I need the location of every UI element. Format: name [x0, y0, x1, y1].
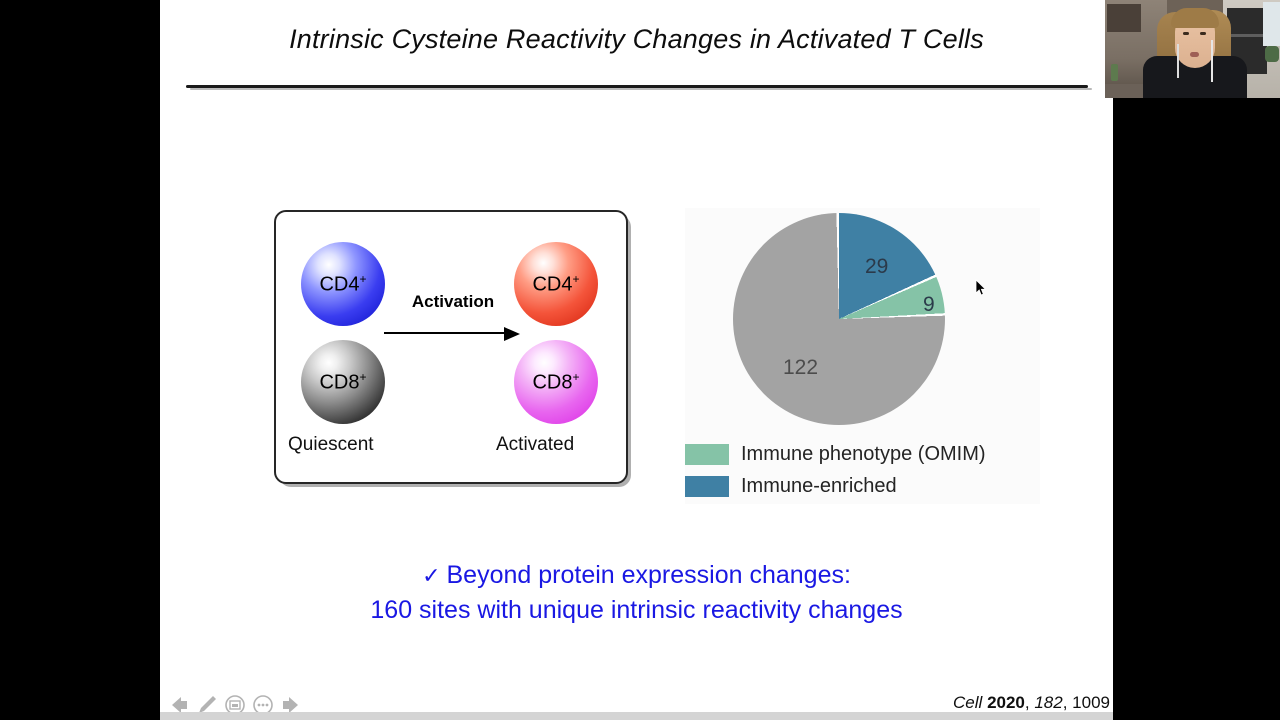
cell-cd4-activated: CD4+	[514, 242, 598, 326]
legend-label-immune-enriched: Immune-enriched	[741, 474, 897, 497]
title-divider-shadow	[190, 88, 1092, 90]
conclusion-line-1: ✓Beyond protein expression changes:	[160, 558, 1113, 593]
citation-journal: Cell	[953, 693, 983, 712]
webcam-hair-top	[1171, 8, 1219, 28]
cell-cd4-quiescent: CD4+	[301, 242, 385, 326]
pie-chart	[733, 213, 945, 425]
activation-label: Activation	[411, 292, 495, 311]
cell-cd8-quiescent-label: CD8+	[319, 369, 367, 394]
left-arrow-icon[interactable]	[168, 694, 190, 716]
citation-volume: 182	[1034, 693, 1063, 712]
cell-cd4-quiescent-label: CD4+	[319, 271, 367, 296]
pie-slice-value-other: 122	[783, 356, 819, 379]
right-arrow-icon[interactable]	[280, 694, 302, 716]
webcam-video-overlay[interactable]	[1105, 0, 1280, 98]
legend-swatch-immune-enriched	[685, 475, 729, 497]
pie-chart-panel: 29 9 122 Immune phenotype (OMIM) Immune-…	[685, 208, 1040, 504]
slide-title: Intrinsic Cysteine Reactivity Changes in…	[289, 24, 984, 54]
cell-cd8-activated: CD8+	[514, 340, 598, 424]
webcam-cabinet	[1107, 4, 1141, 32]
legend-item-immune-phenotype: Immune phenotype (OMIM)	[685, 438, 1040, 470]
presentation-slide: Intrinsic Cysteine Reactivity Changes in…	[160, 0, 1113, 720]
activation-arrow-icon	[384, 327, 524, 341]
conclusion-text: ✓Beyond protein expression changes: 160 …	[160, 558, 1113, 628]
check-icon: ✓	[422, 563, 441, 588]
webcam-mouth	[1190, 52, 1199, 57]
pie-slice-value-immune-phenotype: 9	[923, 293, 935, 316]
presenter-toolbar[interactable]	[168, 694, 302, 716]
ellipsis-icon[interactable]	[252, 694, 274, 716]
arrow-shaft	[384, 332, 510, 334]
citation: Cell 2020, 182, 1009	[953, 693, 1110, 713]
webcam-plant	[1265, 46, 1279, 62]
conclusion-line-2: 160 sites with unique intrinsic reactivi…	[370, 596, 903, 624]
title-divider-line	[186, 85, 1088, 88]
activated-label: Activated	[496, 434, 575, 455]
arrow-head	[504, 327, 520, 341]
pie-chart-legend: Immune phenotype (OMIM) Immune-enriched	[685, 438, 1040, 502]
cell-cd4-activated-label: CD4+	[532, 271, 580, 296]
legend-label-immune-phenotype: Immune phenotype (OMIM)	[741, 442, 986, 465]
webcam-earbud-cord-left	[1177, 44, 1179, 78]
cell-cd8-activated-label: CD8+	[532, 369, 580, 394]
slide-bottom-band	[160, 712, 1113, 720]
citation-year: 2020	[987, 693, 1025, 712]
mouse-cursor	[975, 279, 987, 297]
webcam-eye-right	[1200, 32, 1206, 35]
conclusion-line-1-text: Beyond protein expression changes:	[446, 561, 851, 589]
webcam-bottle	[1111, 64, 1118, 81]
pen-icon[interactable]	[196, 694, 218, 716]
webcam-shelf-divider	[1229, 34, 1265, 37]
title-divider	[186, 84, 1092, 90]
citation-sep-2: ,	[1062, 693, 1073, 712]
cell-diagram-panel: CD4+ CD8+ CD4+ CD8+ Activation Quiescent	[274, 210, 631, 487]
panel-frame: CD4+ CD8+ CD4+ CD8+ Activation Quiescent	[274, 210, 628, 484]
webcam-earbud-cord-right	[1211, 40, 1213, 82]
pie-slice-value-immune-enriched: 29	[865, 255, 889, 278]
webcam-eye-left	[1183, 32, 1189, 35]
citation-page: 1009	[1072, 693, 1110, 712]
citation-sep-1: ,	[1024, 693, 1035, 712]
legend-item-immune-enriched: Immune-enriched	[685, 470, 1040, 502]
webcam-window	[1263, 2, 1280, 46]
quiescent-label: Quiescent	[288, 434, 374, 455]
cell-cd8-quiescent: CD8+	[301, 340, 385, 424]
legend-swatch-immune-phenotype	[685, 443, 729, 465]
